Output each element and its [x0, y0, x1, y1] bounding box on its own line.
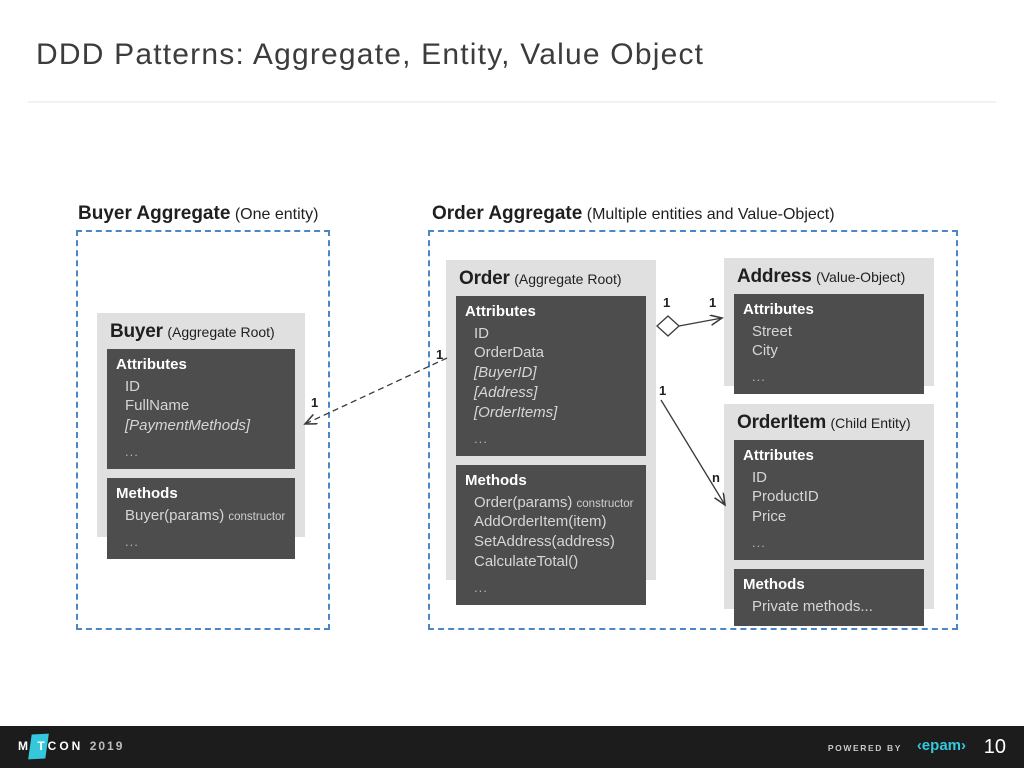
entity-name: Order: [459, 268, 510, 289]
member-item: FullName: [125, 397, 190, 415]
entity-card-buyer[interactable]: Buyer (Aggregate Root) Attributes ID Ful…: [97, 313, 305, 559]
member-item: CalculateTotal(): [474, 552, 579, 570]
multiplicity-order-buyer-target: 1: [311, 395, 319, 410]
section-attributes: Attributes Street City ...: [734, 293, 924, 395]
member-item: SetAddress(address): [474, 533, 615, 551]
method-note: constructor: [228, 510, 286, 523]
member-item: ProductID: [752, 488, 819, 506]
member-item: [OrderItems]: [474, 403, 558, 421]
member-item: [PaymentMethods]: [125, 417, 251, 435]
multiplicity-order-address-target: 1: [709, 295, 717, 310]
order-aggregate-name: Order Aggregate: [432, 203, 583, 224]
entity-header-order: Order (Aggregate Root): [459, 269, 646, 289]
logo-year: 2019: [89, 739, 125, 753]
method-signature: Buyer(params): [125, 506, 225, 524]
member-ellipsis: ...: [752, 535, 766, 551]
entity-header-orderitem: OrderItem (Child Entity): [737, 413, 924, 433]
section-title: Methods: [116, 485, 178, 503]
member-item: ID: [125, 377, 140, 395]
logo-text-post: TCON: [37, 739, 84, 753]
section-methods: Methods Buyer(params) constructor ...: [107, 478, 295, 559]
entity-card-address[interactable]: Address (Value-Object) Attributes Street…: [724, 258, 934, 395]
diagram-canvas: Buyer Aggregate (One entity) Order Aggre…: [76, 203, 958, 630]
entity-card-order[interactable]: Order (Aggregate Root) Attributes ID Ord…: [446, 260, 656, 605]
member-item: Buyer(params) constructor: [116, 506, 286, 526]
powered-by-label: POWERED BY: [827, 743, 902, 753]
member-item: ID: [752, 468, 767, 486]
section-attributes: Attributes ID OrderData [BuyerID] [Addre…: [456, 295, 646, 456]
section-title: Methods: [743, 576, 805, 594]
entity-name: OrderItem: [737, 412, 827, 433]
entity-header-address: Address (Value-Object): [737, 267, 924, 287]
multiplicity-order-orderitem-source: 1: [659, 383, 667, 398]
buyer-aggregate-boundary: [76, 230, 330, 630]
member-item: Price: [752, 508, 787, 526]
member-item: OrderData: [474, 344, 545, 362]
section-title: Attributes: [465, 302, 536, 320]
entity-header-buyer: Buyer (Aggregate Root): [110, 322, 295, 342]
method-signature: Order(params): [474, 493, 573, 511]
multiplicity-order-address-source: 1: [663, 295, 671, 310]
section-title: Methods: [465, 471, 527, 489]
order-aggregate-caption: Order Aggregate (Multiple entities and V…: [432, 203, 835, 225]
member-item: Street: [752, 322, 793, 340]
order-aggregate-boundary: [428, 230, 958, 630]
page-number: 10: [983, 736, 1006, 758]
member-item: [Address]: [474, 384, 538, 402]
entity-stereotype: (Aggregate Root): [514, 271, 622, 287]
entity-stereotype: (Value-Object): [816, 269, 906, 285]
member-ellipsis: ...: [752, 369, 766, 385]
section-title: Attributes: [743, 446, 814, 464]
method-note: constructor: [576, 497, 634, 510]
member-ellipsis: ...: [125, 533, 139, 549]
entity-stereotype: (Aggregate Root): [167, 324, 275, 340]
entity-card-orderitem[interactable]: OrderItem (Child Entity) Attributes ID P…: [724, 404, 934, 626]
footer-logo: MITCON 2019: [18, 739, 124, 753]
member-item: ID: [474, 324, 489, 342]
member-ellipsis: ...: [474, 430, 488, 446]
entity-name: Buyer: [110, 321, 163, 342]
section-attributes: Attributes ID ProductID Price ...: [734, 439, 924, 561]
entity-name: Address: [737, 266, 812, 287]
member-item: Order(params) constructor: [465, 493, 637, 513]
member-ellipsis: ...: [125, 444, 139, 460]
multiplicity-order-buyer-source: 1: [436, 347, 444, 362]
member-item: [BuyerID]: [474, 364, 537, 382]
member-item: AddOrderItem(item): [474, 513, 607, 531]
section-attributes: Attributes ID FullName [PaymentMethods] …: [107, 348, 295, 470]
title-divider: [28, 101, 996, 103]
entity-stereotype: (Child Entity): [830, 415, 911, 431]
section-methods: Methods Order(params) constructor AddOrd…: [456, 464, 646, 605]
multiplicity-order-orderitem-target: n: [712, 470, 720, 485]
member-item: City: [752, 342, 778, 360]
buyer-aggregate-note: (One entity): [234, 206, 319, 223]
section-title: Attributes: [743, 300, 814, 318]
slide-footer: MITCON 2019 POWERED BY ‹epam› 10: [0, 726, 1024, 768]
section-methods: Methods Private methods...: [734, 569, 924, 626]
epam-logo: ‹epam›: [916, 737, 966, 754]
page-title: DDD Patterns: Aggregate, Entity, Value O…: [36, 38, 705, 71]
buyer-aggregate-name: Buyer Aggregate: [78, 203, 231, 224]
buyer-aggregate-caption: Buyer Aggregate (One entity): [78, 203, 318, 225]
logo-text-pre: M: [18, 739, 31, 753]
section-title: Attributes: [116, 355, 187, 373]
order-aggregate-note: (Multiple entities and Value-Object): [586, 206, 835, 223]
member-item: Private methods...: [752, 597, 873, 615]
member-ellipsis: ...: [474, 579, 488, 595]
